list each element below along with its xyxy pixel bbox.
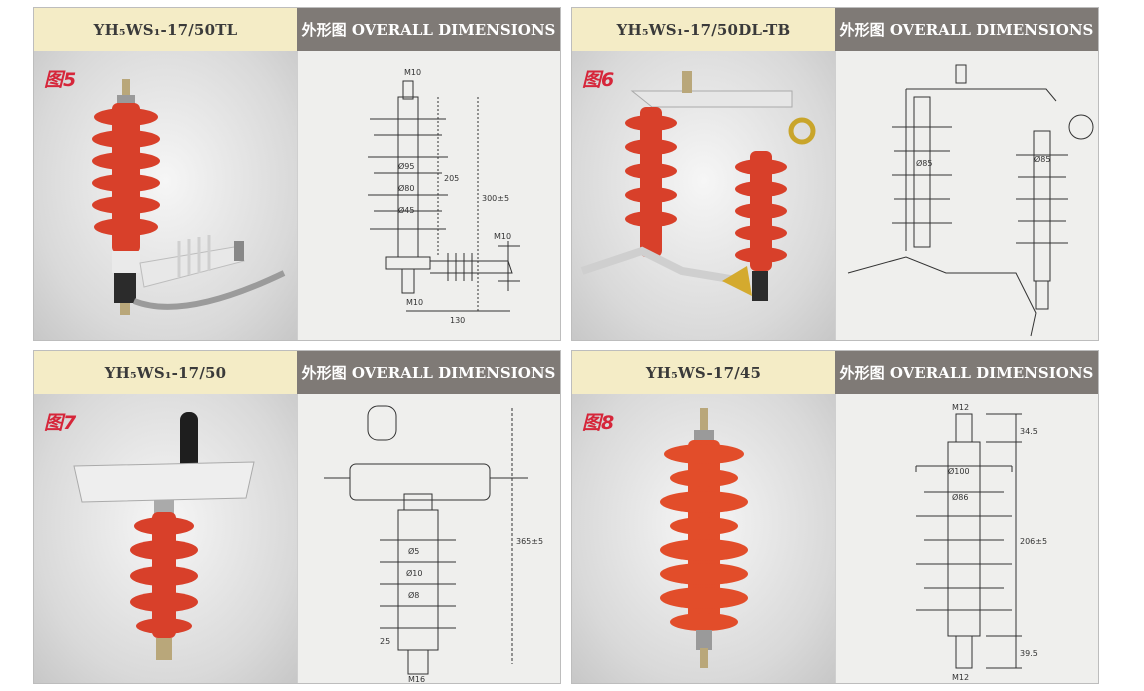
dim-label: M12	[952, 673, 969, 682]
figure-label: 图8	[582, 412, 615, 434]
product-photo: 图7	[34, 394, 297, 683]
model-title: YH₅WS-17/45	[572, 351, 835, 394]
dim-label: Ø100	[948, 466, 970, 476]
arrester-photo-illustration	[580, 71, 816, 301]
product-photo: 图8	[572, 394, 835, 683]
dimension-drawing: Ø85 Ø85	[835, 51, 1098, 340]
dim-label: 25	[380, 637, 390, 646]
dim-label: 300±5	[482, 194, 509, 203]
dim-label: M12	[952, 403, 969, 412]
dimensions-header: 外形图 OVERALL DIMENSIONS	[297, 8, 560, 51]
arrester-photo-illustration	[73, 412, 255, 660]
dimension-drawing: M10 Ø95 Ø80 Ø45 205 300±5 M10 M10 130	[297, 51, 560, 340]
figure-label: 图5	[44, 69, 77, 91]
dim-label: M10	[494, 232, 511, 241]
dim-label: 365±5	[516, 537, 543, 546]
model-title: YH₅WS₁-17/50TL	[34, 8, 297, 51]
dim-label: Ø10	[406, 568, 422, 578]
figure-label: 图7	[44, 412, 77, 434]
dimension-drawing-svg: M12 Ø100 Ø86 34.5 206±5 39.5 M12	[915, 403, 1047, 682]
dim-label: 206±5	[1020, 537, 1047, 546]
dim-label: Ø85	[916, 158, 932, 168]
model-title: YH₅WS₁-17/50DL-TB	[572, 8, 835, 51]
dimensions-header: 外形图 OVERALL DIMENSIONS	[835, 351, 1098, 394]
dimension-drawing: M12 Ø100 Ø86 34.5 206±5 39.5 M12	[835, 394, 1098, 683]
arrester-photo-illustration	[92, 79, 286, 315]
dimension-drawing-svg: Ø5 Ø10 Ø8 365±5 25 M16	[324, 405, 543, 683]
dim-label: M10	[406, 298, 423, 307]
product-panel-2: YH₅WS₁-17/50DL-TB 外形图 OVERALL DIMENSIONS…	[571, 7, 1099, 341]
figure-label: 图6	[582, 69, 615, 91]
dim-label: Ø86	[952, 492, 968, 502]
dim-label: M10	[404, 68, 421, 77]
dimensions-header: 外形图 OVERALL DIMENSIONS	[835, 8, 1098, 51]
dim-label: 205	[444, 174, 459, 183]
dim-label: 34.5	[1020, 427, 1038, 436]
dim-label: Ø95	[398, 161, 414, 171]
dim-label: Ø8	[408, 590, 419, 600]
dimension-drawing-svg: M10 Ø95 Ø80 Ø45 205 300±5 M10 M10 130	[368, 68, 520, 325]
dim-label: Ø45	[398, 205, 414, 215]
dim-label: 39.5	[1020, 649, 1038, 658]
dim-label: Ø80	[398, 183, 414, 193]
dimension-drawing: Ø5 Ø10 Ø8 365±5 25 M16	[297, 394, 560, 683]
product-panel-3: YH₅WS₁-17/50 外形图 OVERALL DIMENSIONS 图7	[33, 350, 561, 684]
dim-label: Ø85	[1034, 154, 1050, 164]
product-photo: 图5	[34, 51, 297, 340]
dimension-drawing-svg: Ø85 Ø85	[847, 64, 1094, 337]
product-panel-4: YH₅WS-17/45 外形图 OVERALL DIMENSIONS 图8	[571, 350, 1099, 684]
dim-label: M16	[408, 675, 425, 683]
arrester-photo-illustration	[660, 408, 748, 668]
dim-label: Ø5	[408, 546, 419, 556]
product-panel-1: YH₅WS₁-17/50TL 外形图 OVERALL DIMENSIONS 图5	[33, 7, 561, 341]
dimensions-header: 外形图 OVERALL DIMENSIONS	[297, 351, 560, 394]
dim-label: 130	[450, 316, 465, 325]
model-title: YH₅WS₁-17/50	[34, 351, 297, 394]
product-photo: 图6	[572, 51, 835, 340]
